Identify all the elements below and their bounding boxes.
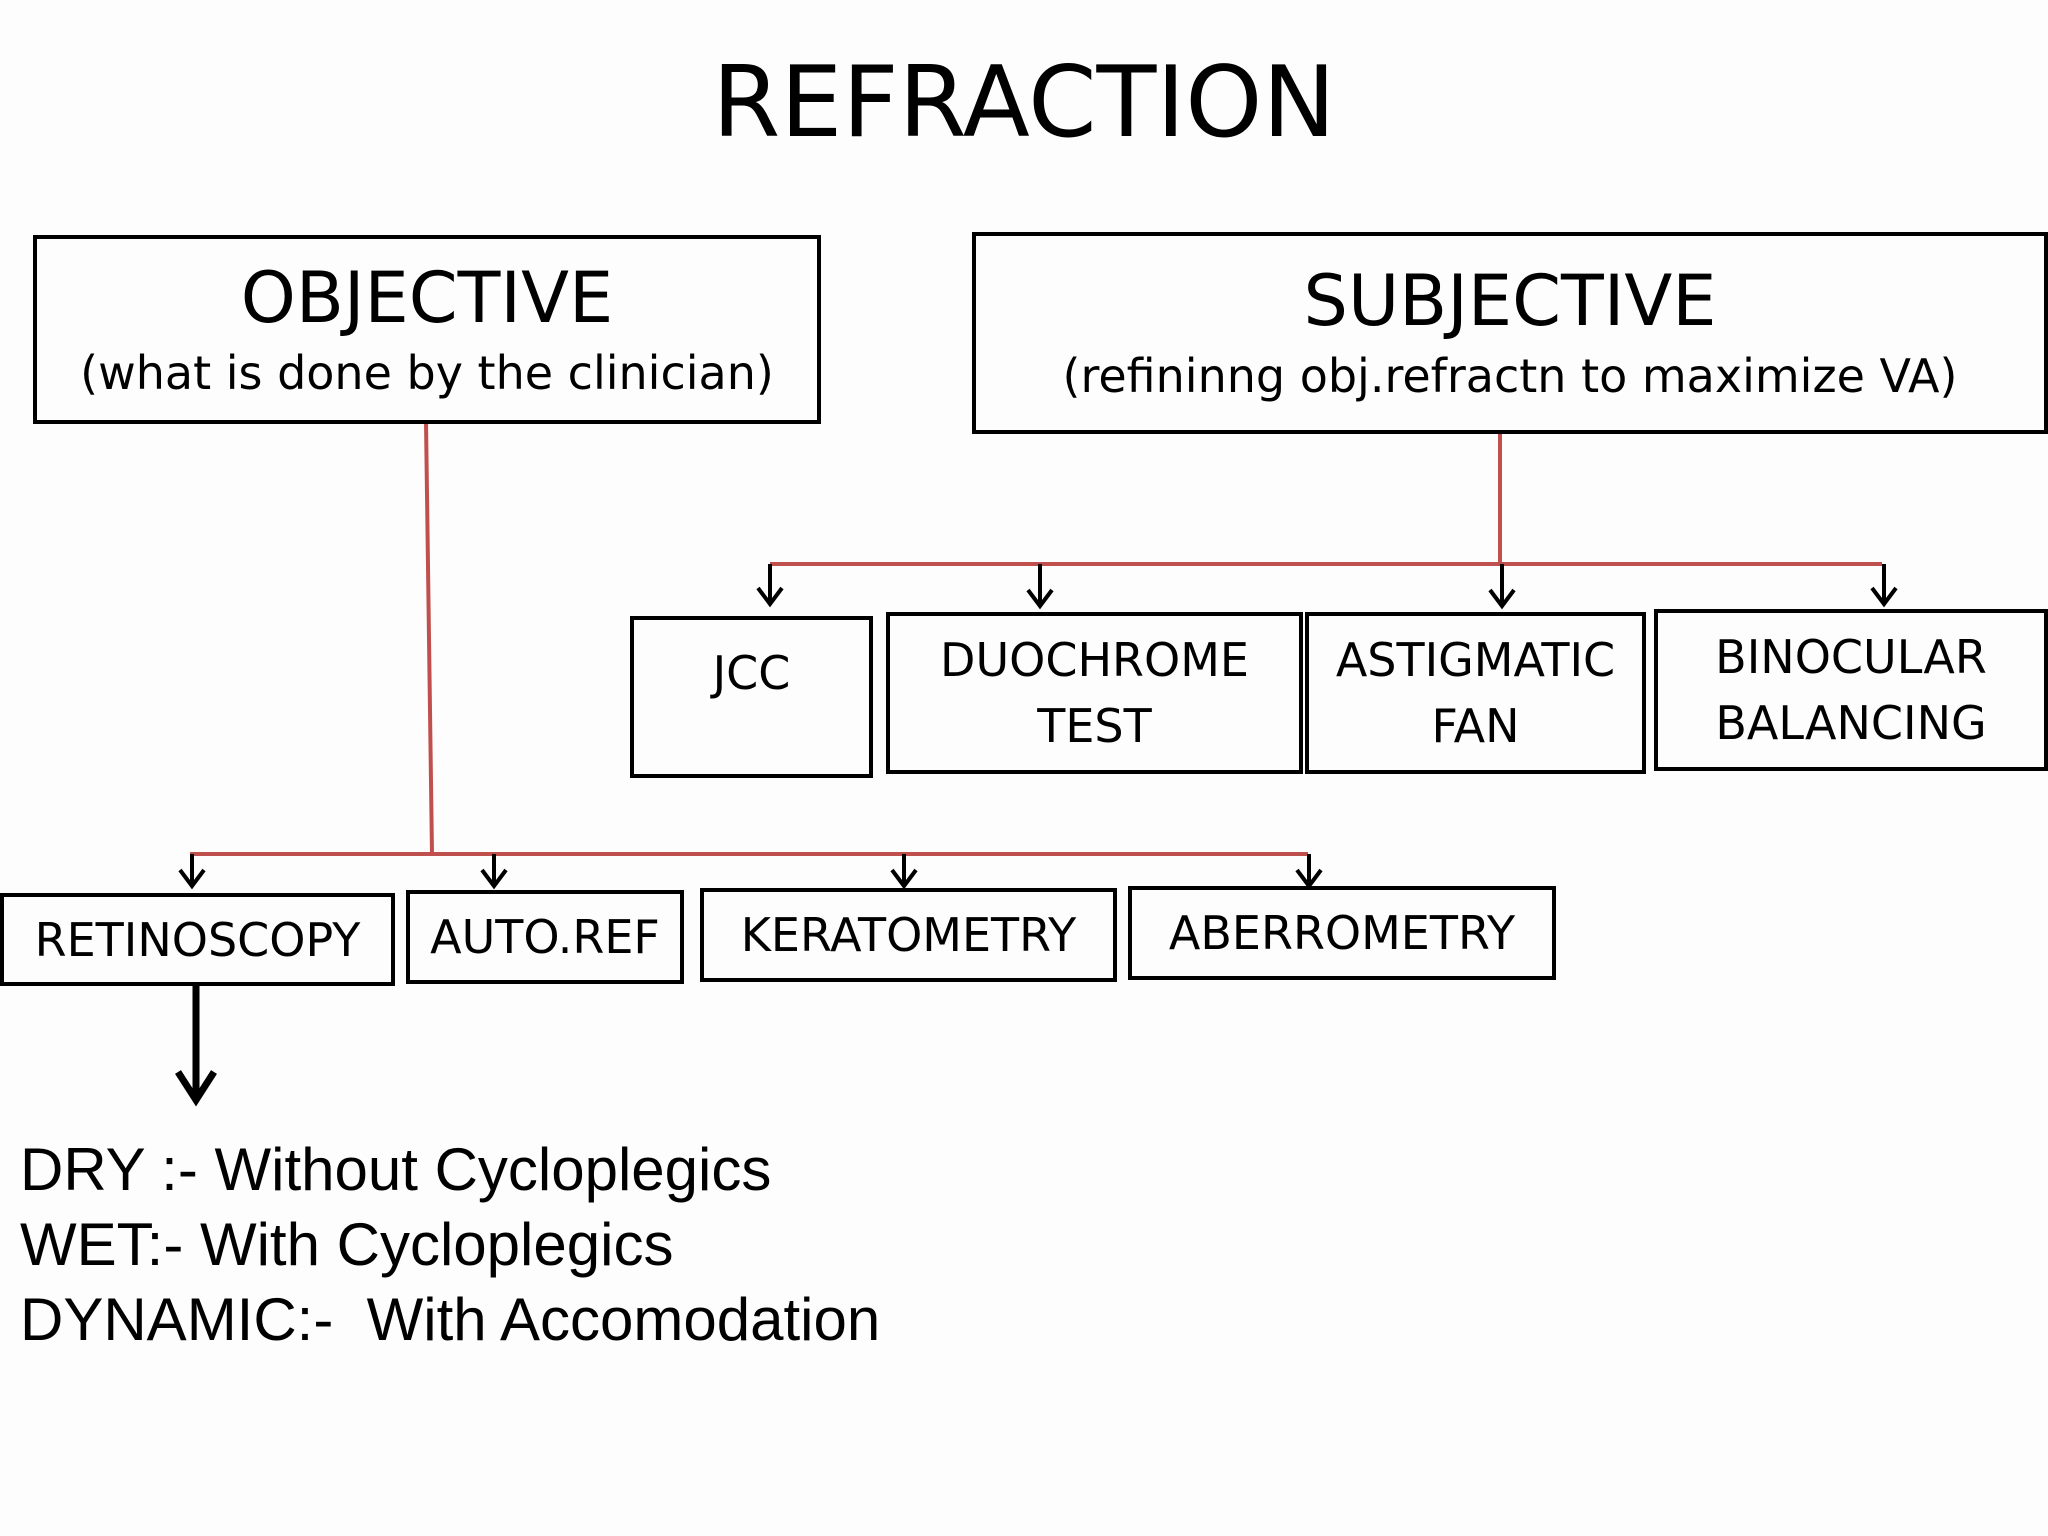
test-box-astigmatic-fan: ASTIGMATIC FAN [1305,612,1646,774]
method-box-keratometry: KERATOMETRY [700,888,1117,982]
objective-heading: OBJECTIVE [240,256,614,339]
arrow-to-keratometry [890,854,918,890]
subjective-box: SUBJECTIVE (refininng obj.refractn to ma… [972,232,2048,434]
retinoscopy-type-dynamic: DYNAMIC:- With Accomodation [20,1286,881,1353]
objective-description: (what is done by the clinician) [80,345,774,400]
page-title: REFRACTION [712,46,1336,160]
test-label: DUOCHROME [940,633,1249,687]
retinoscopy-types-list: DRY :- Without Cycloplegics WET:- With C… [20,1132,880,1357]
test-box-jcc: JCC [630,616,873,778]
test-label: FAN [1431,699,1520,753]
test-label: JCC [712,646,791,700]
subjective-description: (refininng obj.refractn to maximize VA) [1062,349,1958,403]
method-box-retinoscopy: RETINOSCOPY [0,893,395,986]
arrow-to-binocular-balancing [1870,564,1898,608]
objective-box: OBJECTIVE (what is done by the clinician… [33,235,821,424]
arrow-to-duochrome [1026,564,1054,610]
test-label: BINOCULAR [1715,630,1987,684]
test-label: BALANCING [1715,696,1987,750]
arrow-to-jcc [756,564,784,608]
retinoscopy-type-wet: WET:- With Cycloplegics [20,1211,674,1278]
test-label: ASTIGMATIC [1335,633,1616,687]
arrow-to-auto-ref [480,854,508,890]
test-box-duochrome: DUOCHROME TEST [886,612,1303,774]
method-label: KERATOMETRY [740,908,1077,962]
arrow-to-retinoscopy [178,854,206,890]
test-box-binocular-balancing: BINOCULAR BALANCING [1654,609,2048,771]
method-label: RETINOSCOPY [34,912,361,967]
retinoscopy-type-dry: DRY :- Without Cycloplegics [20,1136,772,1203]
objective-trunk-line [424,421,434,855]
arrow-retinoscopy-types [175,986,217,1107]
method-label: AUTO.REF [430,910,660,964]
method-box-auto-ref: AUTO.REF [406,890,684,984]
subjective-heading: SUBJECTIVE [1303,260,1717,342]
arrow-to-astigmatic-fan [1488,564,1516,610]
arrow-to-aberrometry [1295,854,1323,890]
test-label: TEST [1037,699,1152,753]
method-box-aberrometry: ABERROMETRY [1128,886,1556,980]
method-label: ABERROMETRY [1168,906,1516,960]
